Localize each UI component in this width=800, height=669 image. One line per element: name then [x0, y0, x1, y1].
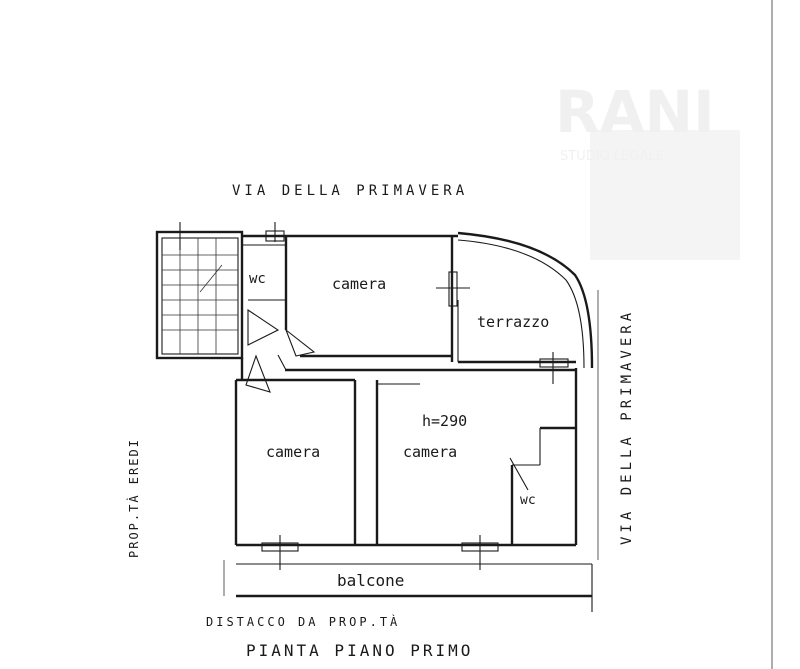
plan-title: PIANTA PIANO PRIMO [246, 641, 473, 660]
watermark-subtitle: STUDIO LEGALE [560, 149, 664, 164]
watermark-blur [590, 130, 740, 260]
room-label-camera-top: camera [332, 275, 386, 293]
doors [245, 308, 529, 491]
stairwell-inner [161, 237, 239, 355]
outer-walls [234, 231, 594, 547]
street-label-top: VIA DELLA PRIMAVERA [232, 183, 468, 199]
windows [179, 222, 569, 570]
stairwell-outline [155, 230, 244, 360]
balcony [223, 560, 593, 612]
street-label-right: VIA DELLA PRIMAVERA [619, 309, 635, 545]
room-label-wc-bottom: wc [520, 493, 536, 508]
room-label-camera-left: camera [266, 443, 320, 461]
balcony-label: balcone [337, 571, 404, 590]
distance-label: DISTACCO DA PROP.TÀ [206, 614, 400, 629]
stair-steps [162, 238, 238, 354]
interior-walls [236, 236, 576, 545]
watermark-logo: RANI [555, 78, 715, 146]
watermark: RANI STUDIO LEGALE [555, 78, 740, 260]
room-label-terrazzo: terrazzo [477, 313, 549, 331]
room-label-wc-top: wc [249, 271, 266, 287]
room-label-camera-right: camera [403, 443, 457, 461]
room-label-height: h=290 [422, 412, 467, 430]
stairwell [155, 230, 244, 360]
neighbor-label: PROP.TÀ EREDI [126, 438, 141, 558]
